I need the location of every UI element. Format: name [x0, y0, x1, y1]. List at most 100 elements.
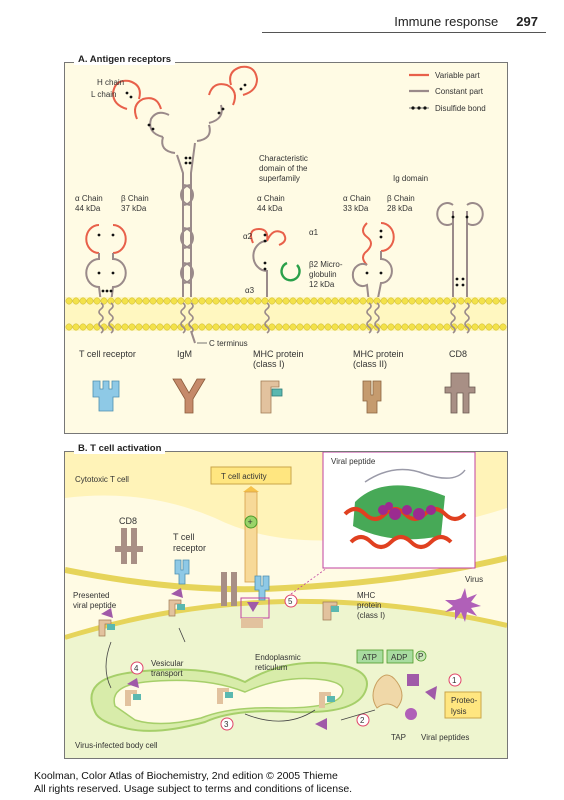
- lipid-head: [219, 297, 227, 305]
- lipid-head: [107, 297, 115, 305]
- peptide-circle: [405, 708, 417, 720]
- characteristic-label-2: domain of the: [259, 164, 308, 173]
- lipid-head: [65, 323, 73, 331]
- phosphate-icon: [415, 650, 427, 662]
- cd8-disulfide-bonds: [451, 215, 469, 287]
- er-label-2: reticulum: [255, 663, 288, 672]
- lipid-head: [156, 297, 164, 305]
- lipid-head: [422, 297, 430, 305]
- lipid-head: [499, 297, 507, 305]
- tap-label: TAP: [391, 733, 406, 742]
- lipid-head: [135, 297, 143, 305]
- legend-variable: Variable part: [435, 71, 481, 80]
- step-2-badge: [356, 713, 370, 727]
- mhc1-name-1: MHC protein: [253, 349, 304, 359]
- lipid-head: [282, 323, 290, 331]
- alpha-helix-2: [349, 535, 453, 549]
- cd8-receptor: [436, 202, 484, 303]
- cd8-name: CD8: [449, 349, 467, 359]
- presented-label-1: Presented: [73, 591, 109, 600]
- lipid-head: [254, 297, 262, 305]
- lipid-head: [135, 323, 143, 331]
- mhc2-name-2: (class II): [353, 359, 387, 369]
- mhc-class-i: [250, 227, 301, 303]
- alpha3-label: α3: [245, 286, 255, 295]
- mhc2-beta-kda: 28 kDa: [387, 204, 413, 213]
- step-3-badge: [220, 717, 234, 731]
- lipid-head: [478, 297, 486, 305]
- lipid-head: [443, 297, 451, 305]
- presented-label-2: viral peptide: [73, 601, 117, 610]
- lipid-head: [457, 297, 465, 305]
- virus-icon: [445, 588, 481, 622]
- mhc-peptide-complex-left: [98, 608, 115, 637]
- step-5-badge: [284, 594, 298, 608]
- h-chain-label: H chain: [97, 78, 124, 87]
- mhc2-alpha-kda: 33 kDa: [343, 204, 369, 213]
- mhc2-beta-label: β Chain: [387, 194, 415, 203]
- mhc1-name-2: (class I): [253, 359, 285, 369]
- lipid-head: [443, 323, 451, 331]
- lipid-head: [282, 297, 290, 305]
- lipid-head: [191, 297, 199, 305]
- step-4-number: 4: [134, 664, 139, 673]
- footer-line-1: Koolman, Color Atlas of Biochemistry, 2n…: [34, 770, 338, 782]
- lipid-head: [184, 297, 192, 305]
- lipid-head: [310, 323, 318, 331]
- section-title: Immune response: [394, 14, 499, 29]
- lipid-head: [212, 323, 220, 331]
- lipid-head: [296, 297, 304, 305]
- vesicular-label-1: Vesicular: [151, 659, 184, 668]
- mhc-class-i-right: [322, 601, 339, 621]
- lipid-head: [156, 323, 164, 331]
- lipid-head: [478, 323, 486, 331]
- transport-arrows: [105, 627, 376, 722]
- t-cell-activity-label: T cell activity: [221, 472, 267, 481]
- activity-arrowhead: [243, 486, 259, 492]
- lipid-head: [240, 323, 248, 331]
- mhc-peptide-structure-inset: Viral peptide: [322, 452, 476, 569]
- tcr-symbol: [92, 380, 120, 412]
- lipid-head: [226, 297, 234, 305]
- mhc-label-2: protein: [357, 601, 381, 610]
- mhc2-alpha-label: α Chain: [343, 194, 371, 203]
- legend: Variable part Constant part Disulfide bo…: [409, 71, 486, 113]
- lipid-head: [128, 297, 136, 305]
- lipid-head: [310, 297, 318, 305]
- step-5-number: 5: [288, 597, 293, 606]
- lipid-head: [394, 323, 402, 331]
- lipid-head: [170, 323, 178, 331]
- lipid-head: [121, 323, 129, 331]
- step-3-number: 3: [224, 720, 229, 729]
- tcr-beta-kda: 37 kDa: [121, 204, 147, 213]
- viral-peptide-atoms: [378, 502, 436, 520]
- step-4-badge: [130, 661, 144, 675]
- proteolysis-label-1: Proteo-: [451, 696, 478, 705]
- lipid-head: [247, 323, 255, 331]
- panel-antigen-receptors: Variable part Constant part Disulfide bo…: [64, 62, 508, 434]
- legend-disulfide: Disulfide bond: [435, 104, 486, 113]
- lipid-head: [471, 323, 479, 331]
- panel-a-title: A. Antigen receptors: [74, 54, 176, 65]
- lipid-head: [163, 297, 171, 305]
- atp-label: ATP: [362, 653, 377, 662]
- step-2-number: 2: [360, 716, 365, 725]
- igm-symbol: [172, 378, 206, 414]
- inset-viral-peptide-label: Viral peptide: [331, 457, 376, 466]
- header-rule: [262, 32, 546, 33]
- lipid-head: [408, 297, 416, 305]
- lipid-head: [387, 323, 395, 331]
- lipid-head: [219, 323, 227, 331]
- mhc-label-1: MHC: [357, 591, 375, 600]
- body-cell-label: Virus-infected body cell: [75, 741, 158, 750]
- lipid-head: [233, 297, 241, 305]
- mhc2-disulfide-bonds: [365, 229, 383, 275]
- l-chain-label: L chain: [91, 90, 117, 99]
- tcr-name: T cell receptor: [79, 349, 136, 359]
- lipid-head: [317, 323, 325, 331]
- lipid-head: [422, 323, 430, 331]
- b2m-label-2: globulin: [309, 270, 337, 279]
- activity-arrow: [244, 491, 258, 583]
- lipid-head: [324, 323, 332, 331]
- lipid-head: [380, 323, 388, 331]
